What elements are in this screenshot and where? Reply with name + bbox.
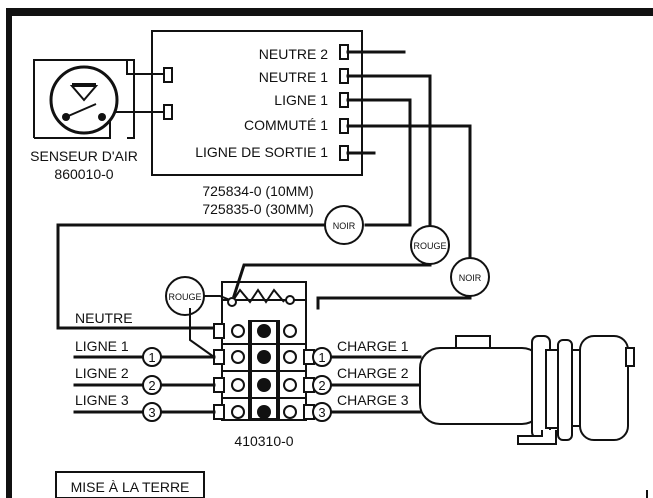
terminal-label-commute-1: COMMUTÉ 1 bbox=[244, 117, 328, 133]
marker-right-2 bbox=[312, 375, 332, 395]
wire-tag-noir-2 bbox=[450, 257, 490, 297]
sensor-terminal-2 bbox=[163, 104, 173, 120]
terminal-label-neutre-2: NEUTRE 2 bbox=[259, 46, 328, 62]
svg-text:ROUGE: ROUGE bbox=[413, 241, 446, 251]
label-neutre: NEUTRE bbox=[75, 310, 133, 326]
sensor-title: SENSEUR D'AIR bbox=[30, 148, 138, 164]
label-ligne-3: LIGNE 3 bbox=[75, 392, 129, 408]
wire-tag-rouge-1 bbox=[410, 225, 450, 265]
terminal-label-neutre-1: NEUTRE 1 bbox=[259, 69, 328, 85]
label-ligne-1: LIGNE 1 bbox=[75, 338, 129, 354]
terminal-block: 410310-0 bbox=[213, 281, 315, 449]
svg-text:2: 2 bbox=[148, 378, 155, 393]
terminal-label-ligne-de-sortie-1: LIGNE DE SORTIE 1 bbox=[195, 144, 328, 160]
air-sensor: SENSEUR D'AIR 860010-0 bbox=[30, 59, 165, 182]
svg-text:ROUGE: ROUGE bbox=[168, 292, 201, 302]
label-charge-1: CHARGE 1 bbox=[337, 338, 409, 354]
ground-label: MISE À LA TERRE bbox=[71, 479, 190, 495]
sensor-terminal-1 bbox=[163, 67, 173, 83]
marker-left-2 bbox=[142, 375, 162, 395]
label-ligne-2: LIGNE 2 bbox=[75, 365, 129, 381]
svg-text:1: 1 bbox=[318, 350, 325, 365]
load-outputs: 1 2 3 CHARGE 1 CHARGE 2 CHARGE 3 bbox=[312, 338, 422, 422]
svg-text:3: 3 bbox=[318, 405, 325, 420]
terminal-row-1 bbox=[213, 349, 315, 365]
terminal-block-part-number: 410310-0 bbox=[234, 433, 293, 449]
svg-text:3: 3 bbox=[148, 405, 155, 420]
marker-right-3 bbox=[312, 402, 332, 422]
line-inputs: NEUTRE LIGNE 1 LIGNE 2 LIGNE 3 1 2 3 bbox=[73, 308, 216, 422]
svg-text:NOIR: NOIR bbox=[333, 221, 356, 231]
svg-text:2: 2 bbox=[318, 378, 325, 393]
control-unit-box bbox=[151, 30, 363, 176]
svg-text:NOIR: NOIR bbox=[459, 273, 482, 283]
wire-tag-noir-1 bbox=[324, 205, 364, 245]
wire-tag-rouge-2 bbox=[165, 276, 205, 316]
control-unit: NEUTRE 2 NEUTRE 1 LIGNE 1 COMMUTÉ 1 LIGN… bbox=[151, 30, 363, 217]
top-border bbox=[6, 8, 653, 16]
svg-text:1: 1 bbox=[148, 350, 155, 365]
control-part-30mm: 725835-0 (30MM) bbox=[202, 201, 313, 217]
label-charge-2: CHARGE 2 bbox=[337, 365, 409, 381]
left-border bbox=[6, 8, 12, 498]
ground-label-box: MISE À LA TERRE bbox=[55, 471, 205, 498]
control-part-10mm: 725834-0 (10MM) bbox=[202, 183, 313, 199]
label-charge-3: CHARGE 3 bbox=[337, 392, 409, 408]
marker-left-3 bbox=[142, 402, 162, 422]
terminal-row-neutral bbox=[213, 323, 297, 339]
marker-left-1 bbox=[142, 347, 162, 367]
sensor-part-number: 860010-0 bbox=[54, 166, 113, 182]
wire-tags: NOIR ROUGE NOIR ROUGE bbox=[165, 205, 490, 316]
terminal-label-ligne-1: LIGNE 1 bbox=[274, 92, 328, 108]
motor-icon bbox=[419, 335, 635, 445]
terminal-row-3 bbox=[213, 404, 315, 420]
marker-right-1 bbox=[312, 347, 332, 367]
terminal-row-2 bbox=[213, 377, 315, 393]
